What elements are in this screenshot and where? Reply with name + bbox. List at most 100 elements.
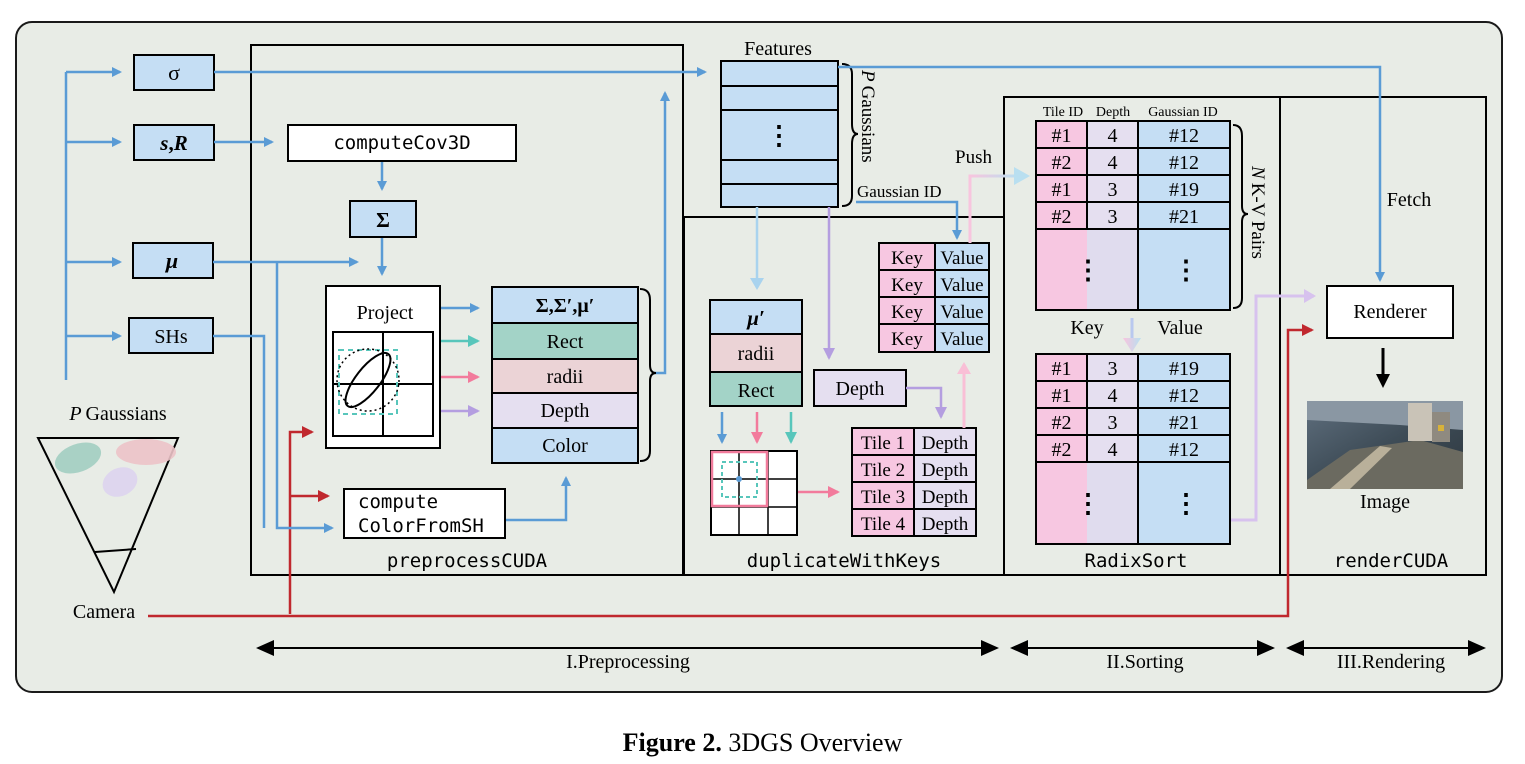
caption-text: 3DGS Overview [728,728,903,757]
output-depth-label: Depth [541,400,590,422]
tile-3-label: Tile 3 [861,487,905,508]
sort-cell-value: 3 [1108,179,1118,201]
sort-cell-value: #21 [1169,412,1199,434]
tile-1-label: Tile 1 [861,433,905,454]
sort-cell-value: #12 [1169,152,1199,174]
sigma-cov-box [349,200,417,238]
sort-ellipsis-block [1036,229,1087,310]
render-panel-label: renderCUDA [1334,550,1449,572]
camera-label: Camera [73,601,135,623]
sort-cell [1137,353,1231,382]
dup-depth-box [813,369,907,407]
output-brace [639,288,657,462]
compute-cov3d-box [287,124,517,162]
header-depth: Depth [1096,105,1130,120]
duplicate-panel-label: duplicateWithKeys [747,550,941,572]
sort-cell [1035,353,1088,382]
tile-4-label: Tile 4 [861,514,906,535]
shs-label: SHs [154,326,188,348]
kv-key-3: Key [891,302,923,323]
dup-mu-label: μ′ [746,306,765,330]
tile-grid-icon [710,450,798,536]
kv-value-1: Value [940,248,983,269]
fetch-label: Fetch [1387,189,1431,211]
kv-side-label: NK-V Pairs [1247,165,1268,259]
sort-cell [1137,407,1231,436]
push-arrowhead [1014,167,1030,185]
preprocess-panel-label: preprocessCUDA [387,550,548,572]
sort-ellipsis-block [1087,229,1138,310]
mu-input-box [132,242,214,279]
features-title: Features [744,38,812,60]
kv-value-2: Value [940,275,983,296]
sort-ellipsis-block [1035,461,1231,545]
render-panel-border [1279,96,1487,576]
kv-key-4: Key [891,329,923,350]
stage-preprocessing: I.Preprocessing [566,651,690,673]
value-label: Value [1157,317,1203,339]
image-label: Image [1360,491,1410,513]
features-dots: ⋮ [766,121,792,150]
kv-value-4: Value [940,329,983,350]
mu-label: μ [165,248,178,273]
caption-bold: Figure 2. [622,728,722,757]
output-color-label: Color [542,435,588,457]
sort-ellipsis-left: ⋮ [1075,256,1101,285]
sort-cell-value: #2 [1052,206,1072,228]
sort-cell-value: #21 [1169,206,1199,228]
sort-cell-value: #2 [1052,412,1072,434]
dup-mu-row [709,299,803,335]
sort-ellipsis-block [1087,462,1138,544]
kv-key-2: Key [891,275,923,296]
tile-3-depth: Depth [922,487,969,508]
project-label: Project [357,302,414,324]
sort-ellipsis-left: ⋮ [1075,489,1101,518]
sort-cell-value: #19 [1169,179,1199,201]
sort-cell-value: #2 [1052,152,1072,174]
sort-cell [1086,434,1139,463]
renderer-box [1326,285,1454,339]
sort-cell-value: #2 [1052,439,1072,461]
dup-radii-row [709,333,803,373]
dup-rect-row [709,371,803,407]
sort-ellipsis-right: ⋮ [1173,489,1199,518]
dup-depth-label: Depth [836,378,885,400]
tile-2-label: Tile 2 [861,460,905,481]
scale-rotation-input-box [133,124,215,161]
sort-cell-value: #12 [1169,439,1199,461]
sort-cell-value: 4 [1108,152,1118,174]
output-color-row [491,427,639,464]
sort-ellipsis-block [1035,228,1231,311]
key-label: Key [1070,317,1103,339]
sort-cell-value: 3 [1108,358,1118,380]
rendered-image-thumbnail [1307,401,1463,489]
sort-panel-label: RadixSort [1085,550,1188,572]
sort-cell-value: #1 [1052,358,1072,380]
renderer-label: Renderer [1353,301,1427,323]
features-brace [841,63,859,207]
sort-cell-value: #12 [1169,385,1199,407]
stage-sorting: II.Sorting [1106,651,1183,673]
sort-cell-value: 3 [1108,412,1118,434]
sort-cell-value: 3 [1108,206,1118,228]
output-radii-label: radii [547,366,584,388]
sort-cell-value: 4 [1108,125,1118,147]
kv-value-3: Value [940,302,983,323]
header-tile-id: Tile ID [1043,105,1083,120]
tile-depth-table [851,427,977,537]
tile-4-depth: Depth [922,514,969,535]
sort-cell-value: 4 [1108,439,1118,461]
dup-rect-label: Rect [738,380,775,402]
sort-cell [1035,434,1088,463]
sort-cell-value: #1 [1052,125,1072,147]
sort-cell-value: #12 [1169,125,1199,147]
stage-rendering: III.Rendering [1337,651,1445,673]
output-rect-label: Rect [547,331,584,353]
sort-cell [1035,174,1088,203]
sort-cell-value: 4 [1108,385,1118,407]
sort-cell [1137,147,1231,176]
output-sigma-label: Σ,Σ′,μ′ [536,295,595,317]
